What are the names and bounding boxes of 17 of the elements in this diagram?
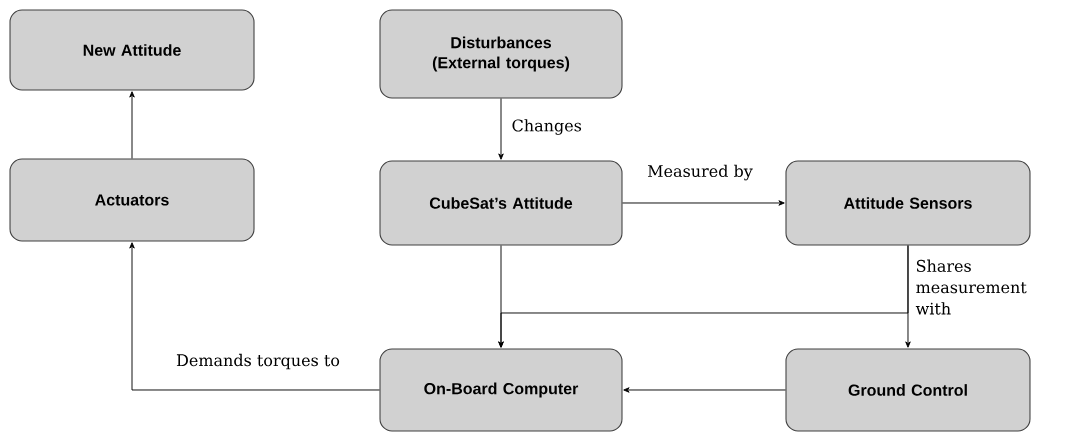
arrow: [129, 242, 380, 391]
arrow: [498, 98, 504, 160]
process-box: On-Board Computer: [379, 348, 623, 432]
arrow: [623, 387, 786, 393]
edge-label: Shares measurement with: [915, 259, 1027, 315]
arrow: [498, 245, 909, 348]
process-box: New Attitude: [9, 9, 255, 91]
process-box: Actuators: [9, 158, 255, 242]
arrow: [129, 91, 135, 159]
process-box: Attitude Sensors: [785, 160, 1031, 246]
arrow: [622, 200, 785, 206]
edge-label: Demands torques to: [176, 353, 340, 370]
process-box: Disturbances (External torques): [379, 9, 623, 99]
edge-label: Measured by: [648, 164, 753, 181]
edge-label: Changes: [512, 119, 582, 135]
process-box: Ground Control: [785, 348, 1031, 432]
process-box: CubeSat’s Attitude: [379, 160, 623, 246]
